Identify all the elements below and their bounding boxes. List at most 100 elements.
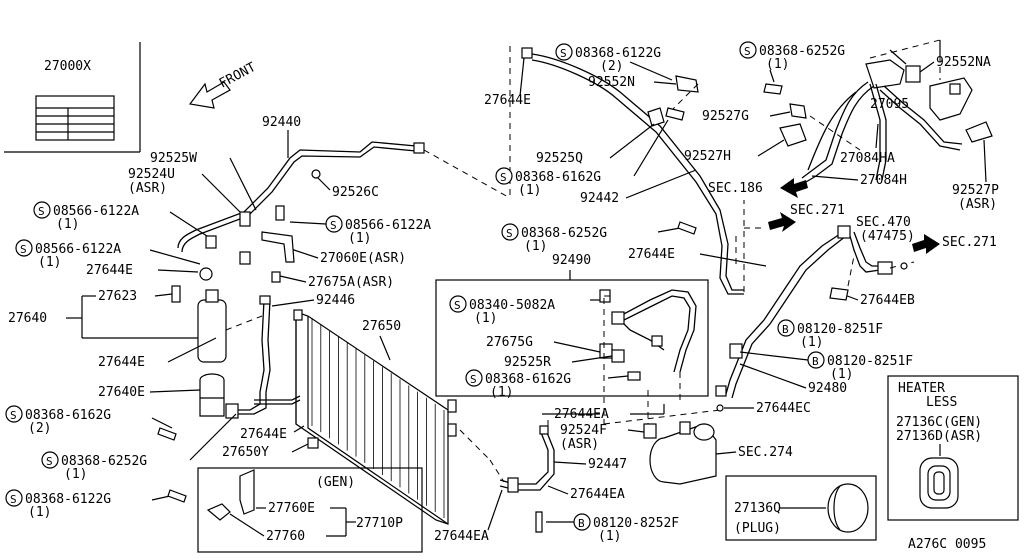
plug-box-27136q: 27136Q (PLUG) [725,475,877,541]
svg-text:S: S [10,493,17,506]
svg-text:(GEN): (GEN) [316,475,355,490]
bolt-08566-6122a-1: S 08566-6122A (1) [33,201,211,239]
part-27084ha: 27084HA [840,151,895,166]
bolt-08368-6252g-middle: S 08368-6252G (1) [501,221,697,254]
bolt-08340-5082a: S 08340-5082A (1) [449,295,600,326]
part-27644e-left2: 27644E [98,355,145,370]
svg-text:(1): (1) [800,335,823,350]
svg-text:B: B [782,323,789,336]
bolt-08368-6252g-top: S 08368-6252G (1) [739,41,907,95]
part-27644e-left: 27644E [86,263,133,278]
sec-186-arrow-icon: SEC.186 [708,178,808,198]
svg-text:08368-6122G: 08368-6122G [575,46,661,61]
svg-text:S: S [46,455,53,468]
svg-text:08368-6162G: 08368-6162G [485,372,571,387]
svg-text:27644EA: 27644EA [570,487,625,502]
sec-271-arrow-icon-a: SEC.271 [768,203,845,232]
bolt-08368-6162g-top: S 08368-6162G (1) [495,119,669,198]
part-92527p: 92527P [952,183,999,198]
svg-text:27640E: 27640E [98,385,145,400]
bolt-08368-6162g-box: S 08368-6162G (1) [465,369,629,400]
svg-text:08566-6122A: 08566-6122A [35,242,121,257]
svg-text:SEC.271: SEC.271 [942,235,997,250]
hose-assembly-92490: 92490 [435,253,709,424]
part-27644e-left3: 27644E [240,427,287,442]
receiver-drier-27640: 27644E 27623 27640 27644E [8,263,263,370]
part-92552na: 92552NA [936,55,991,70]
part-92525w: 92525W [150,151,197,166]
svg-text:(1): (1) [518,183,541,198]
svg-text:SEC.186: SEC.186 [708,181,763,196]
svg-text:27760: 27760 [266,529,305,544]
svg-text:(1): (1) [38,255,61,270]
bolt-08566-6122a-2: S 08566-6122A (1) [15,239,201,270]
part-27000x: 27000X [44,59,91,74]
bolt-08120-8251f-1: B 08120-8251F (1) [777,319,883,350]
part-92440: 92440 [262,115,301,130]
asr-note-2: (ASR) [560,437,599,452]
svg-text:S: S [330,219,337,232]
gen-bracket-box: (GEN) 27760E 27760 27710P [197,467,423,553]
sec-470-sub: (47475) [860,229,915,244]
svg-text:(2): (2) [600,59,623,74]
svg-text:S: S [454,299,461,312]
svg-text:S: S [500,171,507,184]
svg-text:LESS: LESS [926,395,957,410]
svg-text:(1): (1) [348,231,371,246]
expansion-valve-27095: 27095 [865,59,973,121]
pipes-27084h [801,81,963,183]
svg-text:(1): (1) [56,217,79,232]
pipe-top-middle: 27644E [484,46,766,295]
hose-92480: 92480 [715,225,915,399]
label-box-27000x: 27000X [4,42,141,153]
condenser-fins [311,318,445,518]
svg-text:92490: 92490 [552,253,591,268]
part-27644e-top: 27644E [484,93,531,108]
part-92526c: 92526C [332,185,379,200]
part-27675g: 27675G [486,335,533,350]
svg-text:(2): (2) [28,421,51,436]
svg-text:S: S [10,409,17,422]
front-arrow-icon: FRONT [188,60,259,109]
part-27644ec: 27644EC [756,401,811,416]
pipe-92446: 92446 [225,293,355,419]
svg-text:(1): (1) [474,311,497,326]
svg-text:(1): (1) [490,385,513,400]
part-27640: 27640 [8,311,47,326]
svg-text:S: S [560,47,567,60]
svg-text:(1): (1) [524,239,547,254]
diagram-code: A276C 0095 [908,537,986,552]
svg-text:08566-6122A: 08566-6122A [53,204,139,219]
part-92552n: 92552N [588,75,635,90]
bolt-08368-6122g-top: S 08368-6122G (2) [555,43,673,81]
svg-text:(PLUG): (PLUG) [734,521,781,536]
svg-text:27136D(ASR): 27136D(ASR) [896,429,982,444]
svg-text:S: S [470,373,477,386]
svg-text:(1): (1) [830,367,853,382]
pipe-92440: 92440 [177,115,511,253]
part-92524f: 92524F [560,423,607,438]
asr-note-3: (ASR) [958,197,997,212]
bolt-08566-6122a-3: S 08566-6122A (1) [289,215,431,246]
svg-text:08368-6162G: 08368-6162G [25,408,111,423]
svg-text:SEC.271: SEC.271 [790,203,845,218]
svg-text:08120-8251F: 08120-8251F [827,354,913,369]
svg-text:(1): (1) [766,57,789,72]
part-27650y: 27650Y [222,445,269,460]
svg-text:92447: 92447 [588,457,627,472]
svg-text:08368-6252G: 08368-6252G [521,226,607,241]
svg-text:S: S [506,227,513,240]
svg-text:(1): (1) [64,467,87,482]
part-92525r: 92525R [504,355,551,370]
svg-text:27650: 27650 [362,319,401,334]
svg-text:08368-6252G: 08368-6252G [61,454,147,469]
svg-text:HEATER: HEATER [898,381,945,396]
front-label: FRONT [217,60,259,92]
svg-text:(1): (1) [28,505,51,520]
condenser-27650: 27650 [293,309,457,525]
svg-text:(1): (1) [598,529,621,544]
svg-text:S: S [744,45,751,58]
svg-text:B: B [578,517,585,530]
bolt-08120-8252f: B 08120-8252F (1) [535,511,679,544]
